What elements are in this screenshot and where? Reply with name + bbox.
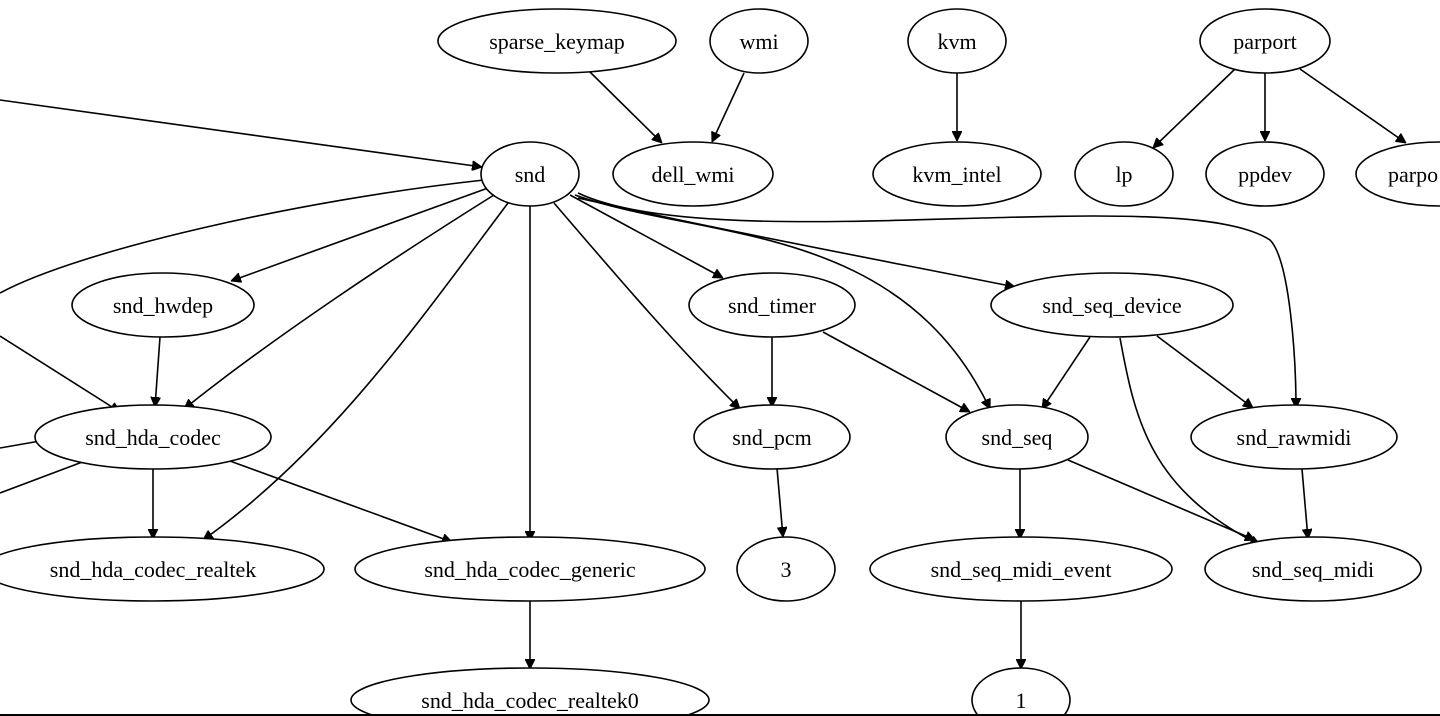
node-lp[interactable]: lp [1074,141,1174,207]
node-snd-pcm[interactable]: snd_pcm [693,404,851,470]
node-dell-wmi[interactable]: dell_wmi [612,141,774,207]
edge-snd-to-snd-pcm [553,202,740,409]
node-snd-seq-midi-event[interactable]: snd_seq_midi_event [869,536,1173,602]
node-snd-hwdep[interactable]: snd_hwdep [71,272,255,338]
node-label: snd_rawmidi [1237,425,1352,450]
node-label: snd_seq_midi_event [931,557,1112,582]
node-label: parpo [1388,162,1438,187]
node-label: snd_seq_device [1042,293,1181,318]
node-label: snd_hda_codec_realtek [50,557,256,582]
edge-snd-to-snd-seq [574,194,991,409]
edge-snd-rawmidi-to-snd-seq-midi [1301,468,1308,539]
node-label: parport [1233,29,1297,54]
node-snd-seq-midi[interactable]: snd_seq_midi [1204,536,1422,602]
edge-snd-hwdep-to-snd-hda-codec [155,336,161,407]
edge-snd-to-snd-hda-codec-realtek [203,202,509,541]
node-snd-seq[interactable]: snd_seq [945,404,1089,470]
node-label: snd_hwdep [113,293,213,318]
node-1[interactable]: 1 [971,667,1071,716]
edge-snd-seq-device-to-snd-seq-midi [1119,337,1260,546]
node-snd-hda-codec-realtek[interactable]: snd_hda_codec_realtek [0,536,325,602]
node-snd-hda-codec-realtek0[interactable]: snd_hda_codec_realtek0 [350,667,710,716]
node-label: dell_wmi [651,162,734,187]
edge-snd-to-snd-rawmidi [577,192,1296,408]
node-snd-rawmidi[interactable]: snd_rawmidi [1190,404,1398,470]
edge-snd-to-snd-timer [569,194,723,279]
node-label: snd_hda_codec_generic [424,557,636,582]
edge-snd-hda-codec-to-offscreen-1 [0,440,41,449]
edge-parport-to-lp [1153,68,1236,148]
edge-snd-hda-codec-to-offscreen-2 [0,460,86,494]
node-label: 3 [781,557,792,582]
node-label: wmi [739,29,778,54]
node-sparse-keymap[interactable]: sparse_keymap [437,8,677,74]
edge-offscreen-to-snd [0,99,482,167]
edge-parport-to-parport-cut [1299,68,1406,144]
node-label: snd_timer [728,293,817,318]
node-snd[interactable]: snd [480,141,580,207]
edge-snd-seq-to-snd-seq-midi [1067,459,1255,540]
node-wmi[interactable]: wmi [709,8,809,74]
node-snd-timer[interactable]: snd_timer [688,272,856,338]
edge-sparse-keymap-to-dell-wmi [589,71,662,143]
node-kvm[interactable]: kvm [907,8,1007,74]
node-label: snd [515,162,546,187]
node-snd-hda-codec[interactable]: snd_hda_codec [34,404,272,470]
edge-snd-hda-codec-to-snd-hda-codec-generic [229,460,452,542]
edge-snd-seq-device-to-snd-seq [1041,336,1091,409]
edge-snd-seq-device-to-snd-rawmidi [1156,335,1253,408]
edge-snd-to-snd-hda-codec [184,194,495,409]
node-ppdev[interactable]: ppdev [1205,141,1325,207]
node-label: 1 [1016,688,1027,713]
node-label: snd_hda_codec_realtek0 [421,688,638,713]
node-label: lp [1115,162,1132,187]
nodes: sparse_keymap wmi kvm parport snd dell_w… [0,8,1440,716]
node-label: snd_hda_codec [85,425,221,450]
node-snd-seq-device[interactable]: snd_seq_device [990,272,1234,338]
node-label: snd_seq [982,425,1053,450]
edge-snd-pcm-to-3 [776,467,783,537]
node-3[interactable]: 3 [736,536,836,602]
edge-snd-timer-to-snd-seq [822,331,970,413]
node-label: snd_seq_midi [1252,557,1374,582]
node-label: kvm [937,29,976,54]
edge-offscreen-to-snd-hda-codec [0,335,120,413]
node-parport-cut[interactable]: parpo [1355,141,1440,207]
node-label: ppdev [1238,162,1292,187]
edge-snd-to-snd-hwdep [231,187,489,281]
edge-wmi-to-dell-wmi [712,72,745,142]
node-snd-hda-codec-generic[interactable]: snd_hda_codec_generic [354,536,706,602]
node-label: sparse_keymap [489,29,625,54]
node-parport[interactable]: parport [1199,8,1331,74]
edges [0,68,1406,669]
edge-snd-to-offscreen [0,179,485,294]
node-label: snd_pcm [732,425,811,450]
node-label: kvm_intel [912,162,1001,187]
node-kvm-intel[interactable]: kvm_intel [872,141,1042,207]
